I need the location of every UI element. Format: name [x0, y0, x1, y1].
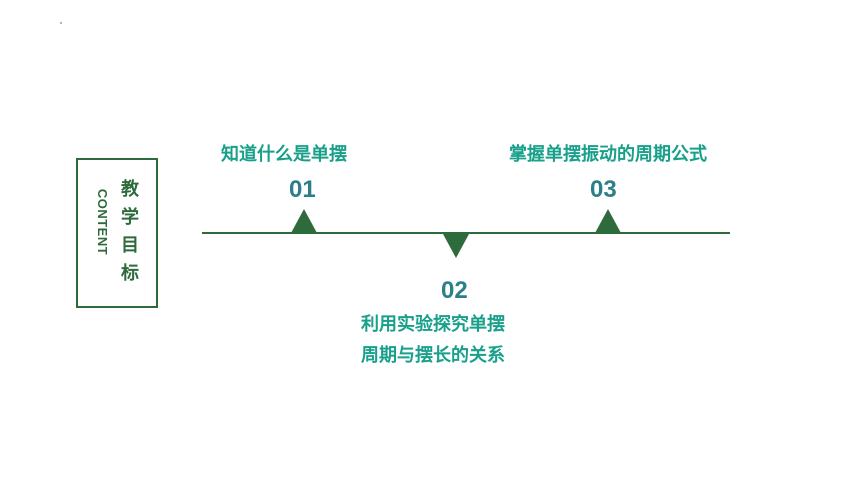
milestone-1-label: 知道什么是单摆	[221, 144, 347, 165]
milestone-3-number: 03	[590, 176, 617, 203]
content-char-2: 学	[121, 207, 139, 228]
decorative-dot	[60, 22, 62, 24]
milestone-1-marker	[291, 209, 317, 233]
milestone-2-marker	[443, 234, 469, 258]
content-chinese-label: 教 学 目 标	[118, 176, 142, 288]
milestone-3-marker	[595, 209, 621, 233]
content-char-1: 教	[121, 179, 139, 200]
timeline-line	[202, 232, 730, 234]
content-char-3: 目	[121, 235, 139, 256]
milestone-2-label-line1: 利用实验探究单摆	[361, 314, 505, 335]
content-char-4: 标	[121, 263, 139, 284]
milestone-3-label: 掌握单摆振动的周期公式	[509, 144, 707, 165]
milestone-2-label-line2: 周期与摆长的关系	[361, 345, 505, 366]
content-frame	[76, 158, 158, 308]
content-english-label: CONTENT	[95, 188, 110, 256]
milestone-2-number: 02	[441, 277, 468, 304]
milestone-1-number: 01	[289, 176, 316, 203]
